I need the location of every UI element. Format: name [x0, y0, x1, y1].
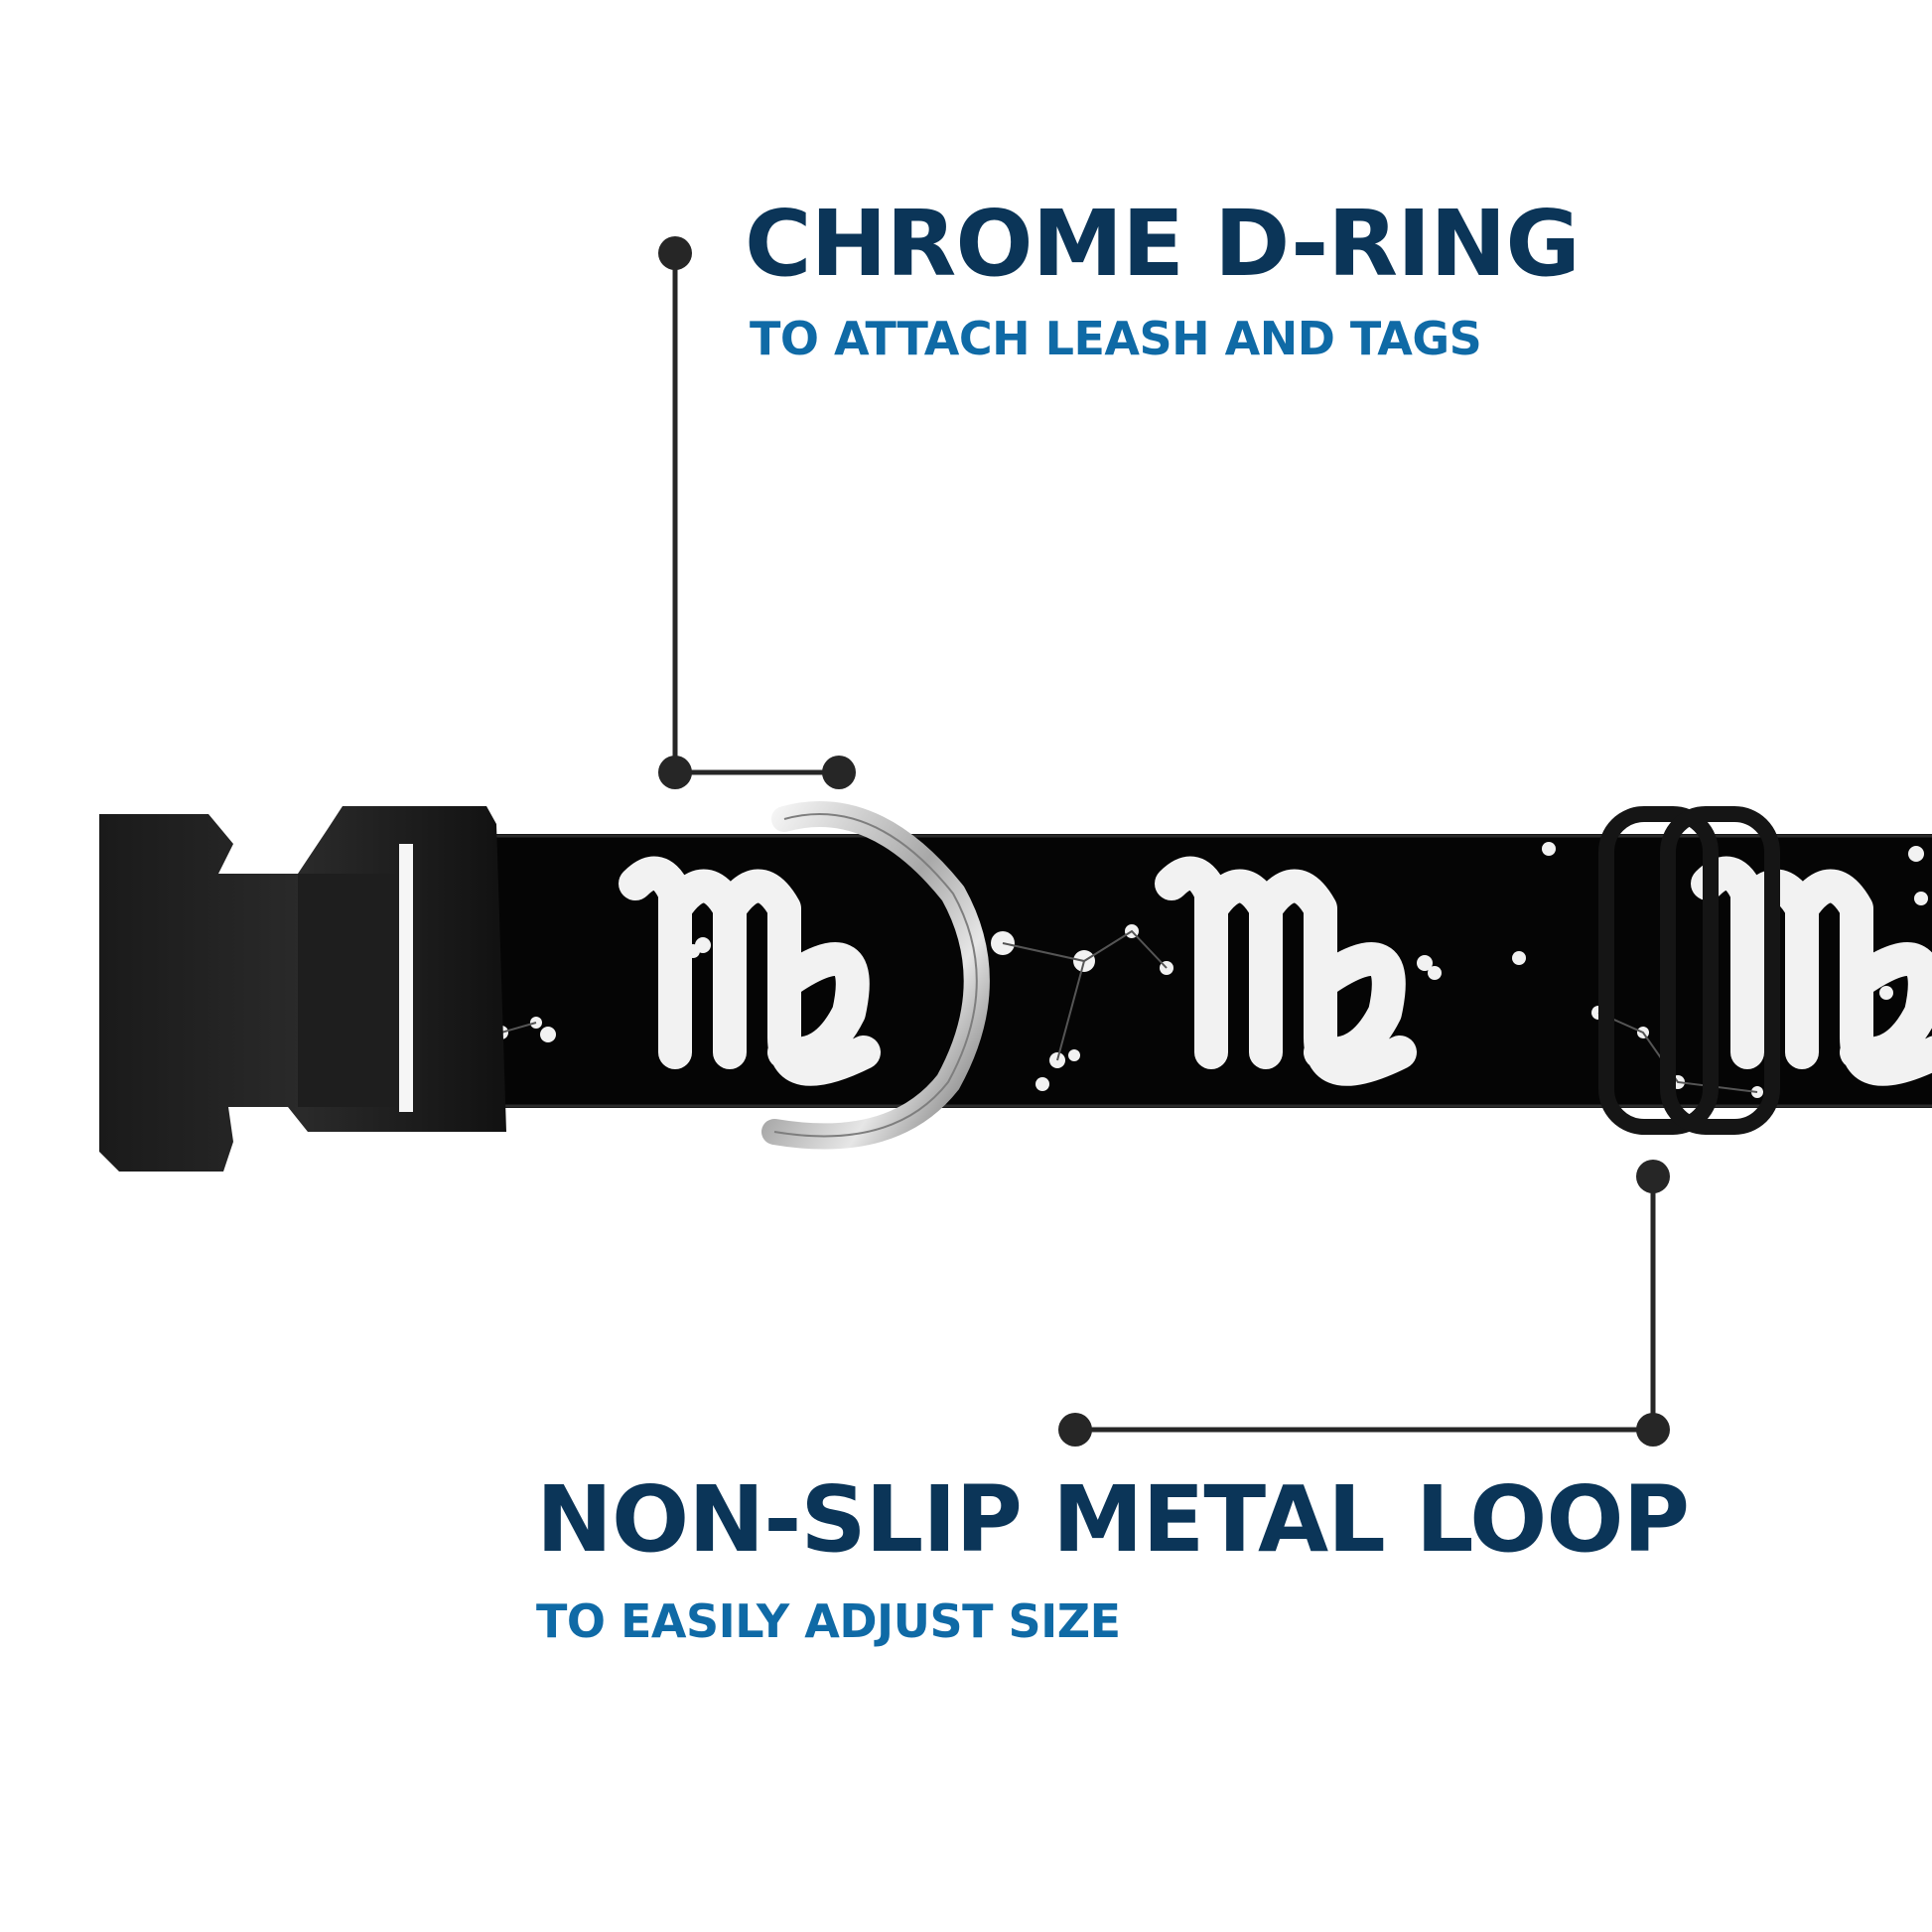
metal-loop-callout-dot-corner	[1636, 1413, 1670, 1447]
d-ring-callout-dot-top	[658, 236, 692, 270]
metal-loop-callout-dot-top	[1636, 1160, 1670, 1193]
d-ring-title: CHROME D-RING	[745, 191, 1581, 297]
d-ring-callout-dot-corner	[658, 756, 692, 789]
d-ring-callout-dot-end	[822, 756, 856, 789]
metal-loop-callout-dot-end	[1058, 1413, 1092, 1447]
collar-strap	[417, 834, 1932, 1108]
metal-loop-subtitle: TO EASILY ADJUST SIZE	[536, 1594, 1121, 1648]
buckle-icon	[99, 806, 506, 1172]
d-ring-subtitle: TO ATTACH LEASH AND TAGS	[750, 312, 1482, 365]
metal-loop-title: NON-SLIP METAL LOOP	[536, 1466, 1690, 1573]
d-ring-icon	[761, 801, 990, 1150]
metal-loop-callout	[1075, 1176, 1656, 1433]
slide-loop-icon	[1598, 806, 1780, 1135]
